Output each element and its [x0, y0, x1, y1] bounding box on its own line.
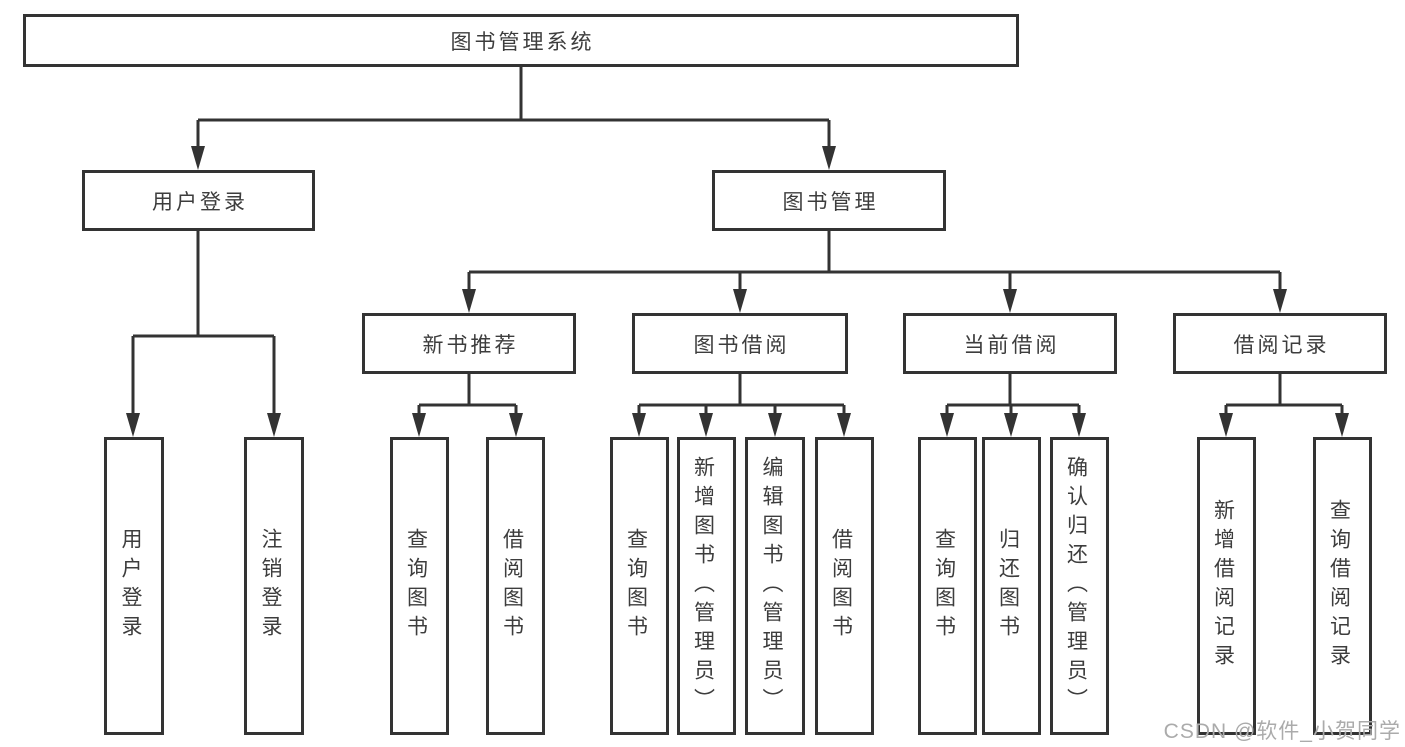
leaf-return-books-label: 归还图书	[996, 528, 1020, 644]
node-library-system-label: 图书管理系统	[450, 30, 595, 54]
node-current-borrow-label: 当前借阅	[963, 333, 1060, 357]
leaf-user-login: 用户登录	[104, 437, 164, 735]
node-user-login: 用户登录	[82, 170, 315, 231]
node-new-book-recommend-label: 新书推荐	[422, 333, 519, 357]
node-book-management: 图书管理	[712, 170, 946, 231]
node-new-book-recommend: 新书推荐	[362, 313, 576, 374]
leaf-borrow-books: 借阅图书	[815, 437, 874, 735]
leaf-add-borrow-record-label: 新增借阅记录	[1211, 499, 1235, 673]
node-borrow-records-label: 借阅记录	[1233, 333, 1330, 357]
leaf-query-books-recommend-label: 查询图书	[404, 528, 428, 644]
node-current-borrow: 当前借阅	[903, 313, 1117, 374]
leaf-logout: 注销登录	[244, 437, 304, 735]
leaf-add-book-admin-label: 新增图书（管理员）	[691, 455, 715, 717]
csdn-watermark: CSDN @软件_小贺同学	[1163, 720, 1401, 743]
node-book-management-label: 图书管理	[782, 190, 879, 214]
leaf-query-books-borrow-label: 查询图书	[624, 528, 648, 644]
node-book-borrow: 图书借阅	[632, 313, 848, 374]
leaf-query-books-borrow: 查询图书	[610, 437, 669, 735]
leaf-user-login-label: 用户登录	[119, 528, 143, 644]
leaf-edit-book-admin: 编辑图书（管理员）	[745, 437, 805, 735]
leaf-logout-label: 注销登录	[259, 528, 283, 644]
node-borrow-records: 借阅记录	[1173, 313, 1387, 374]
node-user-login-label: 用户登录	[152, 190, 248, 214]
leaf-confirm-return-admin: 确认归还（管理员）	[1050, 437, 1109, 735]
leaf-query-books-recommend: 查询图书	[390, 437, 449, 735]
leaf-borrow-books-recommend: 借阅图书	[486, 437, 545, 735]
leaf-confirm-return-admin-label: 确认归还（管理员）	[1064, 455, 1088, 717]
leaf-query-books-current: 查询图书	[918, 437, 977, 735]
leaf-edit-book-admin-label: 编辑图书（管理员）	[760, 455, 784, 717]
leaf-return-books: 归还图书	[982, 437, 1041, 735]
leaf-query-books-current-label: 查询图书	[932, 528, 956, 644]
node-library-system: 图书管理系统	[23, 14, 1019, 67]
leaf-borrow-books-label: 借阅图书	[829, 528, 853, 644]
leaf-add-book-admin: 新增图书（管理员）	[677, 437, 736, 735]
leaf-query-borrow-record: 查询借阅记录	[1313, 437, 1372, 735]
leaf-query-borrow-record-label: 查询借阅记录	[1327, 499, 1351, 673]
node-book-borrow-label: 图书借阅	[693, 333, 790, 357]
leaf-add-borrow-record: 新增借阅记录	[1197, 437, 1256, 735]
leaf-borrow-books-recommend-label: 借阅图书	[500, 528, 524, 644]
